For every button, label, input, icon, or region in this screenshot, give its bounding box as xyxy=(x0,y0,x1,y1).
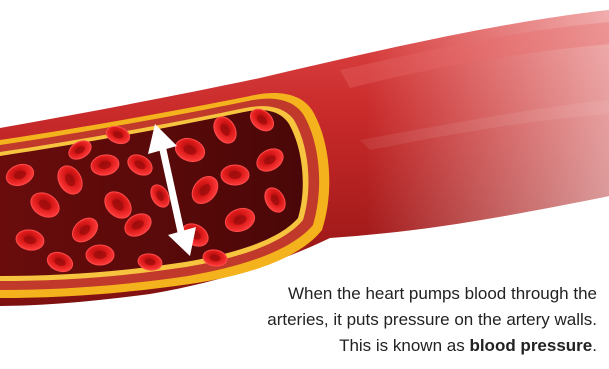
caption-line-1: When the heart pumps blood through the xyxy=(177,281,597,307)
caption-line-3-suffix: . xyxy=(592,336,597,355)
caption: When the heart pumps blood through the a… xyxy=(177,281,597,359)
caption-line-2: arteries, it puts pressure on the artery… xyxy=(177,307,597,333)
red-blood-cell-center xyxy=(94,251,107,259)
caption-bold-term: blood pressure xyxy=(469,336,592,355)
caption-line-3: This is known as blood pressure. xyxy=(177,333,597,359)
red-blood-cell-center xyxy=(229,171,242,179)
caption-line-3-prefix: This is known as xyxy=(339,336,469,355)
